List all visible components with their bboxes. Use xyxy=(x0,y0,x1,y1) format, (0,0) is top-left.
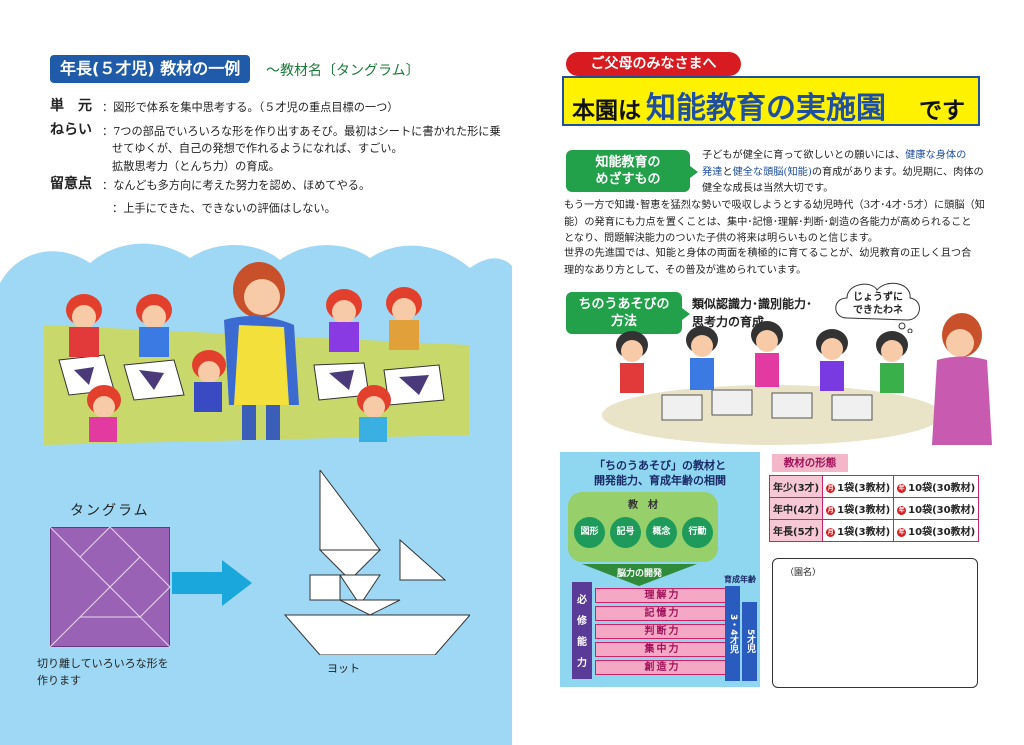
material-symbol: 記号 xyxy=(610,517,641,548)
p1-line-1: 子どもが健全に育って欲しいとの願いには、健康な身体の xyxy=(702,150,967,161)
badge-line-2: めざすもの xyxy=(595,172,661,187)
title-part-2: 知能教育の実施園 xyxy=(646,91,886,126)
section-badge-purpose: 知能教育の めざすもの xyxy=(566,150,698,192)
age-5: 5才児 xyxy=(742,602,757,681)
chart-title-line-2: 開発能力、育成年齢の相関 xyxy=(594,474,726,487)
badge-line-2: 方法 xyxy=(610,314,637,329)
material-shape: 図形 xyxy=(574,517,605,548)
title-part-3: です xyxy=(919,97,965,124)
p2-line-2: 能）の発育にも力点を置くことは、集中･記憶･理解･判断･創造の各能力が高められる… xyxy=(564,216,972,228)
grade-cell: 年少(3才) xyxy=(768,475,824,498)
unit-text: ：図形で体系を集中思考する。（５才児の重点目標の一つ） xyxy=(102,101,399,114)
p3-line-1: 世界の先進国では、知能と身体の両面を積極的に育てることが、幼児教育の正しく且つ合 xyxy=(564,248,972,259)
monthly-mark-icon: 月 xyxy=(826,483,836,493)
aim-label: ねらい xyxy=(50,122,92,138)
feature-line-2: 思考力の育成 xyxy=(692,315,765,329)
chart-title-line-1: 「ちのうあそび」の教材と xyxy=(594,459,726,472)
ability-judgment: 判断力 xyxy=(595,624,730,639)
chart-title: 「ちのうあそび」の教材と 開発能力、育成年齢の相関 xyxy=(560,458,760,488)
speech-bubble-icon xyxy=(835,282,920,333)
aim-row: ねらい ：7つの部品でいろいろな形を作り出すあそび。最初はシートに書かれた形に乗… xyxy=(50,122,510,176)
paragraph-2: もう一方で知識･智恵を猛烈な勢いで吸収しようとする幼児時代（3才･4才･5才）に… xyxy=(564,198,994,248)
caution-row: 留意点 ：なんども多方向に考えた努力を認め、ほめてやる。 ：上手にできた、できな… xyxy=(50,176,510,216)
school-name-label: （園名） xyxy=(785,568,822,578)
tangram-caption-line-1: 切り離していろいろな形を xyxy=(37,657,169,670)
badge-line-1: ちのうあそびの xyxy=(578,297,670,312)
grade-cell: 年長(5才) xyxy=(768,519,824,542)
materials-group: 教 材 図形 記号 概念 行動 xyxy=(568,492,718,562)
classroom-illustration xyxy=(44,262,469,445)
ability-memory: 記憶力 xyxy=(595,606,730,621)
grade-cell: 年中(4才) xyxy=(768,497,824,520)
aim-text-3: 拡散思考力（とんち力）の育成。 xyxy=(112,160,280,173)
caution-text-1: ：なんども多方向に考えた努力を認め、ほめてやる。 xyxy=(102,179,371,192)
unit-row: 単 元 ：図形で体系を集中思考する。（５才児の重点目標の一つ） xyxy=(50,98,510,116)
ability-understanding: 理解力 xyxy=(595,588,730,603)
aim-text-2: せてゆくが、自己の発想で作れるようになれば、すごい。 xyxy=(112,142,403,155)
paragraph-1: 子どもが健全に育って欲しいとの願いには、健康な身体の 発達と健全な頭脳(知能)の… xyxy=(702,148,992,198)
section-badge-method: ちのうあそびの 方法 xyxy=(566,292,690,334)
tangram-title: タングラム xyxy=(70,503,150,519)
right-page: ご父母のみなさまへ 本園は 知能教育の実施園 です 知能教育の めざすもの 子ど… xyxy=(512,0,1024,745)
material-name: 〜教材名〔タングラム〕 xyxy=(266,63,420,79)
method-features: 類似認識力･識別能力･ 思考力の育成 xyxy=(692,295,812,331)
training-age-group: 育成年齢 3・4才児 5才児 xyxy=(724,574,757,681)
correlation-chart: 「ちのうあそび」の教材と 開発能力、育成年齢の相関 教 材 図形 記号 概念 行… xyxy=(560,452,760,687)
left-heading: 年長(５才児) 教材の一例 xyxy=(50,55,251,83)
material-concept: 概念 xyxy=(646,517,677,548)
tangram-square-illustration xyxy=(50,527,170,647)
right-arrow-icon xyxy=(172,560,252,606)
caution-label: 留意点 xyxy=(50,176,92,192)
title-part-1: 本園は xyxy=(572,97,641,124)
ability-concentration: 集中力 xyxy=(595,642,730,657)
required-abilities-label: 必 修 能 力 xyxy=(572,582,592,679)
yacht-caption: ヨット xyxy=(327,662,360,675)
age-3-4: 3・4才児 xyxy=(725,586,740,681)
yearly-mark-icon: 年 xyxy=(897,483,907,493)
main-title-box: 本園は 知能教育の実施園 です xyxy=(562,76,980,126)
p3-line-2: 理的なあり方として、その普及が進められています。 xyxy=(564,264,807,276)
development-label: 脳力の開発 xyxy=(616,569,662,579)
badge-line-1: 知能教育の xyxy=(595,155,661,170)
left-page: 年長(５才児) 教材の一例 〜教材名〔タングラム〕 単 元 ：図形で体系を集中思… xyxy=(0,55,512,745)
caution-text-2: ：上手にできた、できないの評価はしない。 xyxy=(112,202,336,215)
p1-line-2: 発達と健全な頭脳(知能)の育成があります。幼児期に、肉体の xyxy=(702,166,984,178)
school-name-box: （園名） xyxy=(772,558,978,688)
paragraph-3: 世界の先進国では、知能と身体の両面を積極的に育てることが、幼児教育の正しく且つ合… xyxy=(564,246,994,279)
speech-bubble-text: じょうずに できたわネ xyxy=(840,291,916,317)
bubble-line-1: じょうずに xyxy=(853,292,903,303)
parents-notice-banner: ご父母のみなさまへ xyxy=(566,52,741,76)
unit-label: 単 元 xyxy=(50,98,92,114)
forms-title: 教材の形態 xyxy=(772,454,848,472)
tangram-caption-line-2: 作ります xyxy=(37,674,81,687)
yacht-tangram-illustration xyxy=(283,470,470,655)
aim-text-1: ：7つの部品でいろいろな形を作り出すあそび。最初はシートに書かれた形に乗 xyxy=(102,125,501,138)
material-action: 行動 xyxy=(682,517,713,548)
tangram-caption: 切り離していろいろな形を 作ります xyxy=(37,655,197,689)
yearly-mark-icon: 年 xyxy=(897,505,907,515)
p2-line-3: となり、問題解決能力のついた子供の将来は明らいものと信じます。 xyxy=(564,233,879,244)
feature-line-1: 類似認識力･識別能力･ xyxy=(692,297,813,311)
yearly-mark-icon: 年 xyxy=(897,527,907,537)
monthly-mark-icon: 月 xyxy=(826,527,836,537)
ability-creativity: 創造力 xyxy=(595,660,730,675)
materials-label: 教 材 xyxy=(628,500,658,511)
p2-line-1: もう一方で知識･智恵を猛烈な勢いで吸収しようとする幼児時代（3才･4才･5才）に… xyxy=(564,200,985,211)
down-arrow-icon xyxy=(582,564,697,586)
age-label: 育成年齢 xyxy=(724,575,756,584)
p1-line-3: 健全な成長は当然大切です。 xyxy=(702,183,834,194)
bubble-line-2: できたわネ xyxy=(853,305,903,316)
children-playing-illustration xyxy=(602,313,992,445)
monthly-mark-icon: 月 xyxy=(826,505,836,515)
